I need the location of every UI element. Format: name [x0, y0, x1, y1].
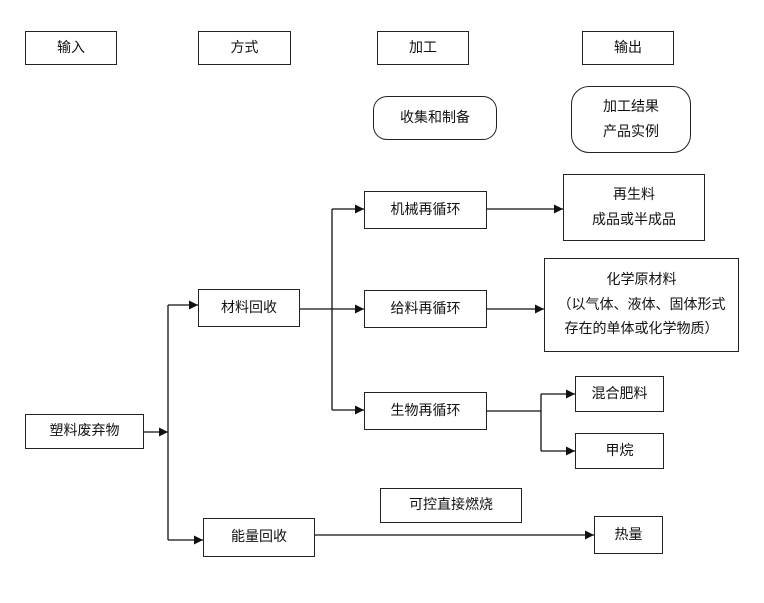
output-heat-label: 热量	[614, 526, 643, 543]
output-heat: 热量	[594, 516, 663, 554]
node-feedstock-recycling-label: 给料再循环	[390, 300, 461, 317]
node-plastic-waste-label: 塑料废弃物	[49, 423, 120, 440]
node-energy-recovery: 能量回收	[203, 518, 315, 557]
output-note-line1: 加工结果	[603, 99, 659, 115]
node-mechanical-recycling: 机械再循环	[364, 191, 487, 229]
node-material-recovery: 材料回收	[198, 289, 300, 327]
header-output-label: 输出	[614, 39, 642, 56]
node-energy-recovery-label: 能量回收	[231, 529, 287, 546]
process-note: 收集和制备	[373, 96, 497, 140]
node-material-recovery-label: 材料回收	[221, 299, 277, 316]
output-note: 加工结果 产品实例	[571, 86, 691, 153]
node-plastic-waste: 塑料废弃物	[25, 414, 144, 449]
node-controlled-combustion: 可控直接燃烧	[380, 488, 522, 523]
output-note-line2: 产品实例	[603, 123, 659, 140]
output-recycled-material: 再生料 成品或半成品	[563, 174, 705, 241]
output-chemical-feedstock-line1: 化学原材料	[606, 272, 677, 289]
node-feedstock-recycling: 给料再循环	[364, 290, 487, 328]
output-chemical-feedstock-line2: （以气体、液体、固体形式	[557, 296, 726, 313]
header-method: 方式	[198, 31, 291, 65]
output-compost: 混合肥料	[575, 376, 664, 412]
header-output: 输出	[582, 31, 674, 65]
output-methane-label: 甲烷	[605, 442, 634, 459]
output-methane: 甲烷	[575, 433, 664, 469]
node-mechanical-recycling-label: 机械再循环	[390, 201, 461, 218]
header-process-label: 加工	[409, 39, 437, 56]
header-input-label: 输入	[57, 39, 85, 56]
node-biological-recycling: 生物再循环	[364, 392, 487, 430]
process-note-label: 收集和制备	[400, 109, 470, 126]
output-compost-label: 混合肥料	[591, 385, 648, 402]
header-input: 输入	[25, 31, 117, 65]
output-recycled-material-line1: 再生料	[613, 187, 655, 203]
output-chemical-feedstock: 化学原材料 （以气体、液体、固体形式 存在的单体或化学物质）	[544, 258, 739, 352]
node-biological-recycling-label: 生物再循环	[390, 402, 461, 419]
output-chemical-feedstock-line3: 存在的单体或化学物质）	[564, 321, 719, 338]
header-method-label: 方式	[230, 39, 259, 56]
node-controlled-combustion-label: 可控直接燃烧	[409, 497, 493, 514]
output-recycled-material-line2: 成品或半成品	[592, 211, 676, 228]
header-process: 加工	[377, 31, 469, 65]
